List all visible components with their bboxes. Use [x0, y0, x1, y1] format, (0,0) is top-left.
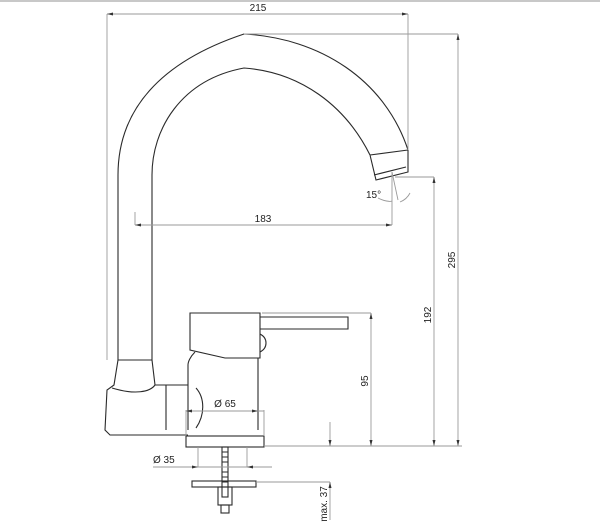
- dimension-outlet-angle: [377, 171, 411, 203]
- dimension-overall-width: [106, 12, 409, 360]
- label-lever-height: 95: [360, 375, 371, 387]
- label-overall-width: 215: [250, 3, 267, 14]
- dimension-overall-height: [244, 33, 460, 446]
- spout-base-outline: [104, 359, 204, 436]
- label-spout-reach: 183: [255, 214, 272, 225]
- dimension-lever-height: [262, 312, 373, 446]
- lever-body-outline: [185, 312, 349, 448]
- top-border: [0, 0, 600, 2]
- mounting-hardware-outline: [191, 446, 257, 514]
- label-outlet-height: 192: [423, 306, 434, 323]
- label-outlet-angle: 15°: [366, 190, 381, 201]
- dimension-mounting-diameter: [153, 447, 272, 469]
- dimension-base-diameter: [185, 409, 265, 436]
- dimension-outlet-height: [395, 176, 436, 446]
- dimension-max-thickness: [256, 422, 332, 520]
- dimension-spout-reach: [134, 172, 393, 227]
- label-max-thickness: max. 37: [319, 486, 330, 522]
- label-overall-height: 295: [447, 251, 458, 268]
- label-mounting-diameter: Ø 35: [153, 455, 175, 466]
- spout-outline: [117, 33, 409, 360]
- label-base-diameter: Ø 65: [214, 399, 236, 410]
